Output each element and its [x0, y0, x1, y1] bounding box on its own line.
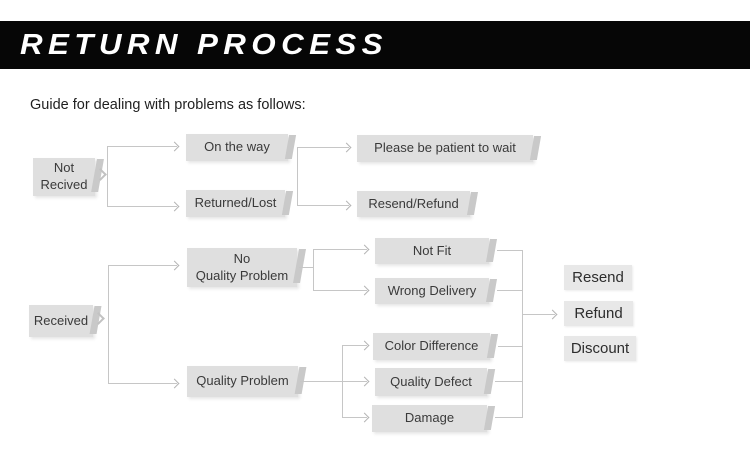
flow-node-wrong-delivery: Wrong Delivery	[375, 278, 489, 304]
flow-node-damage: Damage	[372, 405, 487, 432]
arrowhead-icon	[359, 376, 370, 387]
arrowhead-icon	[169, 201, 180, 212]
connector-line	[342, 345, 343, 418]
arrowhead-icon	[359, 244, 370, 255]
intro-text: Guide for dealing with problems as follo…	[30, 97, 306, 113]
connector-line	[522, 314, 555, 315]
flow-node-received: Received	[29, 305, 93, 337]
flow-node-discount: Discount	[564, 336, 636, 361]
connector-line	[297, 147, 298, 206]
connector-line	[313, 249, 314, 291]
connector-line	[495, 417, 522, 418]
connector-line	[342, 417, 367, 418]
arrowhead-icon	[169, 141, 180, 152]
connector-line	[342, 345, 367, 346]
connector-line	[297, 147, 349, 148]
connector-line	[497, 250, 522, 251]
flow-node-on-the-way: On the way	[186, 134, 288, 161]
flow-node-not-fit: Not Fit	[375, 238, 489, 264]
flow-node-quality-defect: Quality Defect	[375, 368, 487, 396]
connector-line	[299, 267, 313, 268]
connector-line	[108, 383, 177, 384]
connector-line	[297, 205, 349, 206]
flow-node-please-wait: Please be patient to wait	[357, 135, 533, 162]
connector-line	[313, 249, 367, 250]
arrowhead-icon	[359, 340, 370, 351]
flow-node-quality-problem: Quality Problem	[187, 366, 298, 397]
connector-line	[108, 265, 177, 266]
flow-node-no-quality-problem: No Quality Problem	[187, 248, 297, 287]
arrowhead-icon	[341, 142, 352, 153]
arrowhead-icon	[359, 412, 370, 423]
title-bar: RETURN PROCESS	[0, 21, 750, 69]
connector-line	[498, 346, 522, 347]
connector-line	[107, 206, 177, 207]
page-title: RETURN PROCESS	[20, 28, 388, 61]
connector-line	[522, 250, 523, 418]
connector-line	[107, 146, 177, 147]
connector-line	[313, 290, 367, 291]
flow-node-resend: Resend	[564, 265, 632, 290]
flow-node-color-difference: Color Difference	[373, 333, 490, 360]
arrowhead-icon	[547, 309, 558, 320]
connector-line	[300, 381, 367, 382]
arrowhead-icon	[359, 285, 370, 296]
connector-line	[497, 290, 522, 291]
connector-line	[107, 146, 108, 207]
arrowhead-icon	[169, 378, 180, 389]
arrowhead-icon	[169, 260, 180, 271]
flow-node-resend-refund: Resend/Refund	[357, 191, 470, 217]
arrowhead-icon	[341, 200, 352, 211]
flow-node-refund: Refund	[564, 301, 633, 326]
connector-line	[495, 381, 522, 382]
connector-line	[108, 265, 109, 384]
flow-node-not-received: Not Recived	[33, 158, 95, 196]
flow-node-returned-lost: Returned/Lost	[186, 190, 285, 217]
